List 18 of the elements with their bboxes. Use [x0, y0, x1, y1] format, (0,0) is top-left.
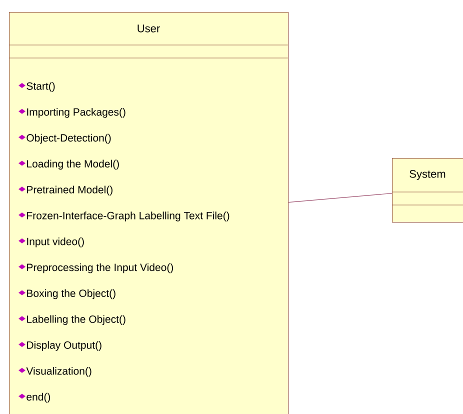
operation: Object-Detection()	[26, 134, 111, 144]
operation: Importing Packages()	[27, 108, 126, 118]
operation: Visualization()	[26, 367, 92, 377]
operation: Preprocessing the Input Video()	[27, 263, 173, 274]
operation: Loading the Model()	[27, 160, 119, 170]
operation: end()	[26, 392, 50, 403]
class-name: System	[410, 170, 446, 180]
operation: Display Output()	[27, 341, 102, 351]
operation: Boxing the Object()	[27, 289, 116, 300]
association-line	[288, 193, 392, 203]
class-name: User	[138, 24, 160, 32]
operation: Frozen-Interface-Graph Labelling Text File()	[27, 212, 230, 222]
operation: Pretrained Model()	[27, 186, 112, 196]
operation: Labelling the Object()	[27, 315, 126, 325]
class-box	[8, 12, 289, 414]
operation: Input video()	[27, 238, 84, 248]
operation: Start()	[26, 82, 55, 92]
class-box	[392, 158, 463, 223]
